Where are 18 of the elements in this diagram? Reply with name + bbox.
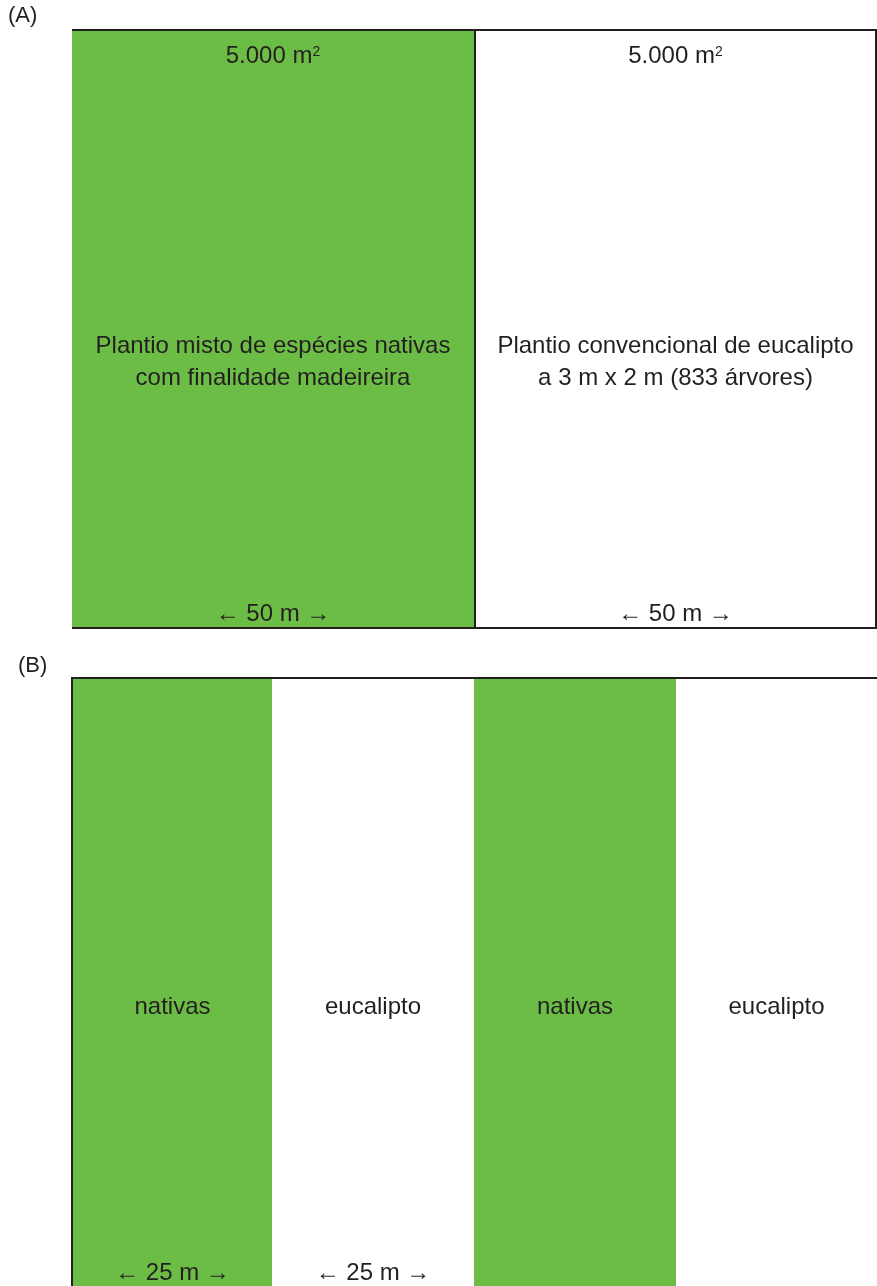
native-species-plot	[73, 679, 272, 1286]
native-species-plot	[72, 29, 476, 629]
panel-label: (B)	[18, 652, 48, 678]
plot-label: eucalipto	[324, 991, 422, 1021]
area-label: 5.000 m$^{2}$	[225, 40, 321, 70]
plot-label: Plantio convencional de eucalipto a 3 m x 2 m (833 árvores)	[496, 330, 855, 392]
eucalyptus-plot	[476, 29, 877, 629]
plot-label: Plantio misto de espécies nativas com finalidade madeireira	[94, 330, 452, 392]
native-species-plot	[474, 679, 676, 1286]
panel-label: (A)	[8, 2, 38, 28]
plot-label: eucalipto	[728, 991, 825, 1021]
area-label: 5.000 m$^{2}$	[628, 40, 723, 70]
plot-label: nativas	[134, 991, 211, 1021]
width-label: ← 50 m →	[618, 598, 733, 628]
width-label: ← 50 m →	[215, 598, 331, 628]
plot-label: nativas	[536, 991, 613, 1021]
width-label: ← 25 m →	[115, 1257, 230, 1286]
width-label: ← 25 m →	[315, 1257, 431, 1286]
